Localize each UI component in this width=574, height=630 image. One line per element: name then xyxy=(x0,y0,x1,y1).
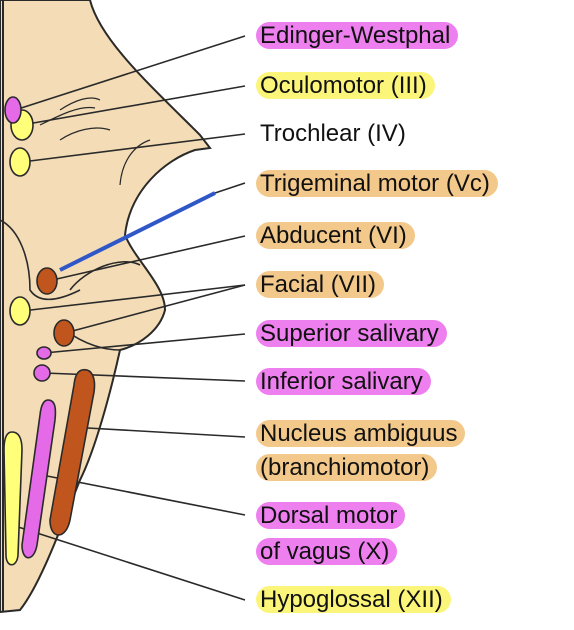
label-facial: Facial (VII) xyxy=(256,271,385,298)
leader-facial-motor xyxy=(64,284,246,334)
internal-contour-2 xyxy=(69,261,141,291)
nucleus-facial xyxy=(9,296,31,326)
label-hypoglossal: Hypoglossal (XII) xyxy=(256,586,451,613)
label-superior-salivary: Superior salivary xyxy=(256,320,447,347)
leader-oculomotor xyxy=(21,85,246,126)
leader-trochlear xyxy=(21,133,246,163)
internal-contour-4 xyxy=(39,97,101,126)
label-oculomotor: Oculomotor (III) xyxy=(256,72,435,99)
nucleus-trochlear xyxy=(9,147,31,177)
leader-edinger-westphal xyxy=(14,35,246,111)
nucleus-edinger-westphal xyxy=(4,96,22,124)
leader-superior-salivary xyxy=(43,333,246,354)
nucleus-superior-salivary xyxy=(36,346,52,360)
nucleus-dorsal-motor-vagus xyxy=(21,399,57,559)
label-inferior-salivary: Inferior salivary xyxy=(256,368,431,395)
nuclei xyxy=(3,96,96,566)
label-dorsal-motor: Dorsal motor xyxy=(256,502,406,529)
leader-nucleus-ambiguus xyxy=(69,426,246,438)
leader-trigeminal xyxy=(214,182,246,194)
internal-contour-5 xyxy=(59,127,111,141)
blue-indicator-line xyxy=(59,191,216,272)
label-nucleus-ambiguus: Nucleus ambiguus xyxy=(256,420,466,447)
nucleus-facial-motor xyxy=(53,319,75,347)
label-trigeminal-motor: Trigeminal motor (Vc) xyxy=(256,170,498,197)
leader-hypoglossal xyxy=(11,524,246,601)
nucleus-hypoglossal xyxy=(3,431,23,566)
nucleus-abducent xyxy=(36,267,58,295)
label-abducent: Abducent (VI) xyxy=(256,222,415,249)
leader-facial xyxy=(21,284,246,312)
label-of-vagus: of vagus (X) xyxy=(256,538,398,565)
label-edinger-westphal: Edinger-Westphal xyxy=(256,22,459,49)
leader-abducent xyxy=(47,235,246,282)
nucleus-ambiguus xyxy=(49,368,96,536)
leader-lines xyxy=(11,35,246,601)
label-trochlear: Trochlear (IV) xyxy=(260,120,406,147)
nucleus-inferior-salivary xyxy=(33,364,51,382)
label-branchiomotor: (branchiomotor) xyxy=(256,454,438,481)
internal-contour-6 xyxy=(119,139,151,186)
internal-contour-1 xyxy=(0,219,81,301)
